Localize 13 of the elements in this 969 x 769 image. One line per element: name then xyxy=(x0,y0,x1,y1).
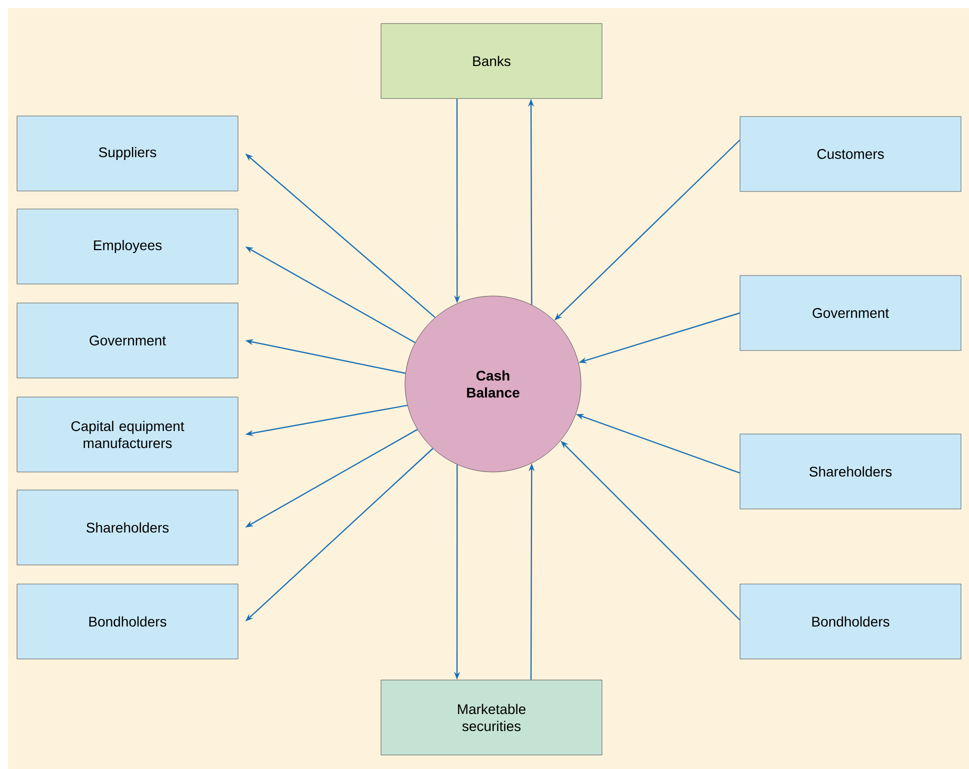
process-box: Customers xyxy=(740,116,962,192)
process-box: Bondholders xyxy=(16,584,238,660)
process-box: Shareholders xyxy=(16,490,238,566)
process-box: Marketable securities xyxy=(380,680,602,756)
process-box: Shareholders xyxy=(740,434,962,510)
process-box: Capital equipment manufacturers xyxy=(16,396,238,472)
process-box: Employees xyxy=(16,208,238,284)
process-box: Government xyxy=(16,302,238,378)
process-box: Suppliers xyxy=(16,116,238,192)
process-box: Banks xyxy=(380,23,602,99)
process-box: Bondholders xyxy=(740,584,962,660)
circle-node: Cash Balance xyxy=(404,296,582,472)
process-box: Government xyxy=(740,275,962,351)
